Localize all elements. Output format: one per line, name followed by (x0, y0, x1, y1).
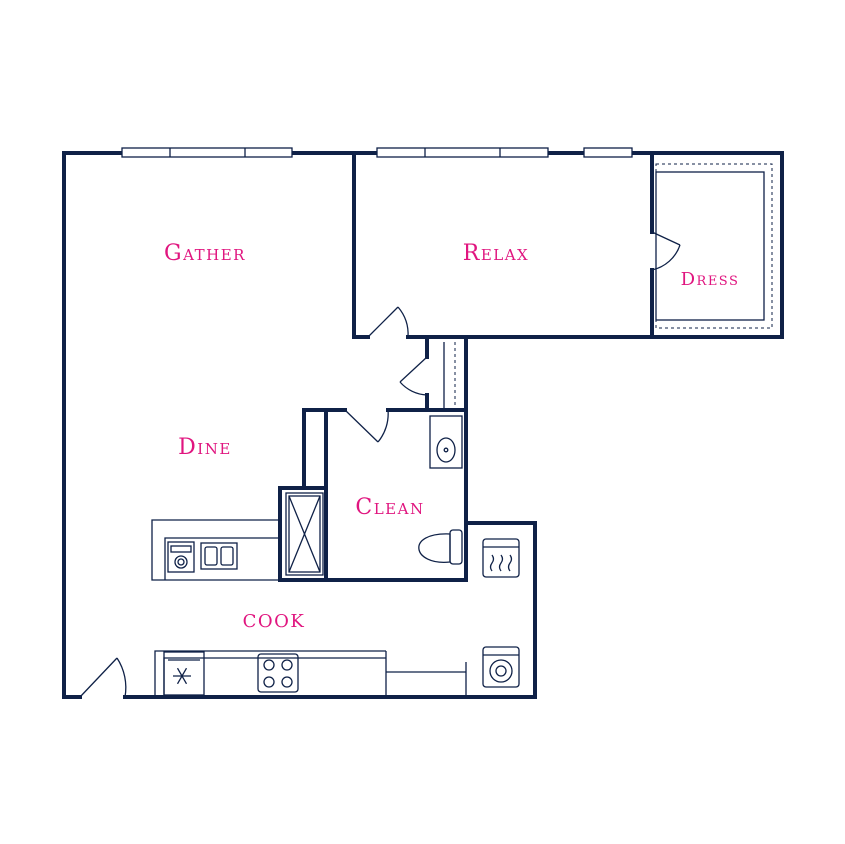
sink-icon (429, 415, 463, 469)
closet-shelving (443, 163, 773, 408)
kitchen-counter (154, 650, 467, 697)
dishwasher-icon (167, 541, 195, 573)
room-label-clean: Clean (355, 495, 424, 520)
door-icon (79, 231, 681, 698)
room-label-cook: COOK (243, 611, 306, 632)
stove-icon (257, 653, 299, 693)
room-label-dine: Dine (178, 435, 232, 460)
dine-counter (151, 519, 280, 581)
washer-icon (482, 646, 520, 688)
kitchen-sink-icon (200, 542, 238, 570)
window-icon (121, 147, 633, 158)
room-label-gather: Gather (164, 241, 246, 266)
toilet-icon (418, 529, 463, 565)
walls (62, 151, 784, 699)
room-label-relax: Relax (463, 241, 530, 266)
room-label-dress: Dress (681, 269, 740, 290)
dryer-icon (482, 538, 520, 578)
shower-icon (285, 492, 324, 576)
refrigerator-icon (163, 651, 205, 696)
